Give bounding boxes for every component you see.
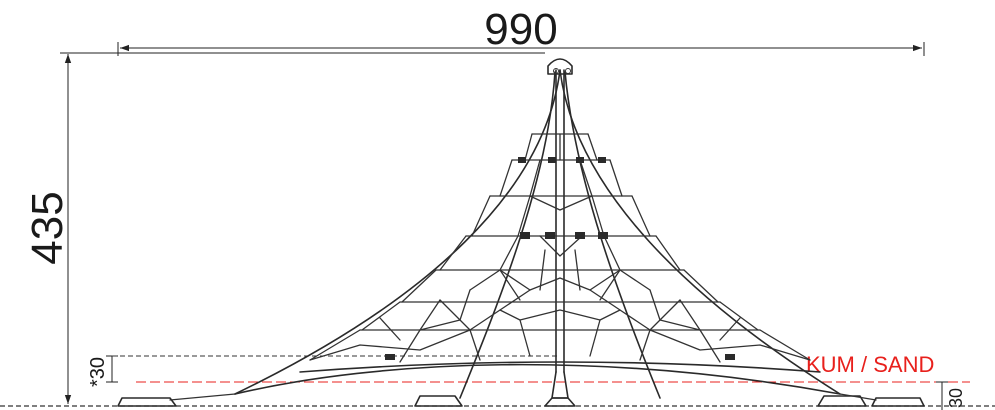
sand-depth-dimension: 30 — [936, 381, 966, 410]
fall-height-label: *30 — [87, 357, 109, 387]
height-dimension: 435 — [23, 52, 545, 404]
pyramid-net — [309, 133, 811, 363]
fall-height-dimension: *30 — [87, 355, 560, 387]
sand-level: KUM / SAND — [136, 352, 970, 383]
width-label: 990 — [484, 5, 557, 54]
width-dimension: 990 — [117, 5, 925, 56]
height-label: 435 — [23, 191, 72, 264]
ground-anchors — [117, 393, 925, 407]
sand-label: KUM / SAND — [806, 352, 934, 377]
sand-depth-label: 30 — [946, 388, 966, 408]
pyramid-frame — [234, 58, 841, 399]
